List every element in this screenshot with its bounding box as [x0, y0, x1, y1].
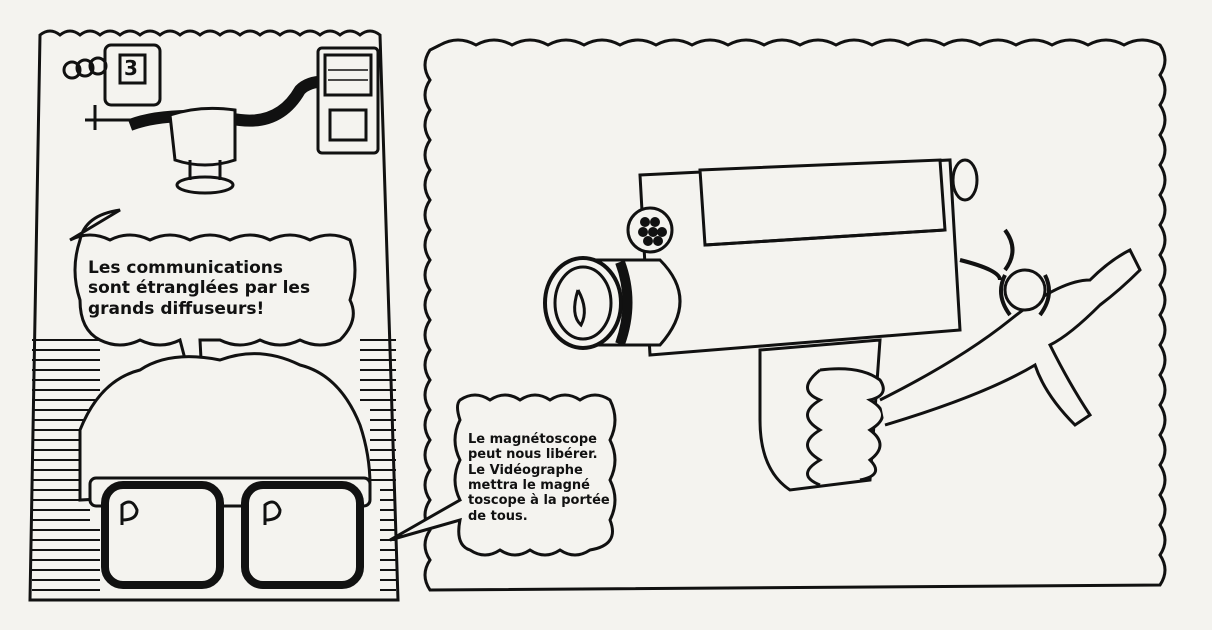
caption-line: Le magnétoscope [468, 432, 597, 447]
caption-line: mettra le magné [468, 477, 590, 493]
caption-line: toscope à la portée [468, 493, 610, 509]
speech-bubble-text: Les communications sont étranglées par l… [88, 258, 358, 319]
hatching [32, 339, 396, 591]
caption-line: de tous. [468, 508, 528, 524]
video-camera-drawing [543, 158, 1142, 492]
caption-line: peut nous libérer. [468, 447, 598, 463]
left-panel [28, 29, 400, 602]
caption-bubble-text: Le magnétoscope peut nous libérer. Le Vi… [468, 432, 618, 524]
camera-number: 3 [124, 56, 138, 80]
speech-line: Les communications [88, 258, 284, 278]
right-panel [389, 38, 1167, 592]
caption-line: Le Vidéographe [468, 462, 583, 478]
speech-line: sont étranglées par les [88, 278, 311, 299]
speech-line: grands diffuseurs! [88, 298, 265, 319]
